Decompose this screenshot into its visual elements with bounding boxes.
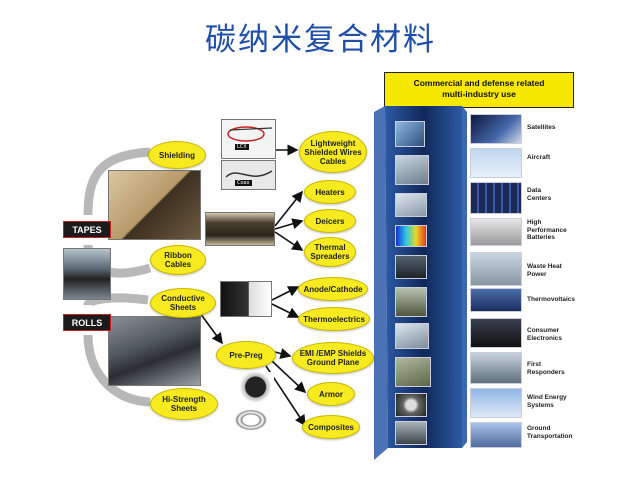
oval-ribbon-cables: Ribbon Cables (150, 245, 206, 275)
page-title: 碳纳米复合材料 (205, 22, 436, 58)
tapes-photo (108, 170, 201, 240)
industry-label-satellites: Satellites (527, 124, 556, 131)
industry-label-data-centers: Data Centers (527, 187, 552, 202)
thumb-fighter-jet (395, 193, 427, 217)
armor-part-photo (228, 372, 274, 402)
oval-anode-cathode: Anode/Cathode (298, 277, 368, 301)
oval-composites: Composites (302, 415, 360, 439)
thumb-thermovoltaics (470, 288, 522, 312)
industry-label-thermovoltaics: Thermovoltaics (527, 296, 576, 303)
thumb-soldier (395, 421, 427, 445)
thumb-heatmap (395, 225, 427, 247)
thumb-robot (395, 393, 427, 417)
thumb-ground-transportation (470, 422, 522, 448)
column-left-edge (374, 106, 388, 460)
rolls-photo (108, 316, 201, 386)
industry-label-first-responders: First Responders (527, 361, 565, 376)
oval-emi-emp-shields-ground-plane: EMI /EMP Shields Ground Plane (292, 342, 374, 374)
oval-heaters: Heaters (304, 180, 356, 204)
industry-label-aircraft: Aircraft (527, 154, 551, 161)
oval-conductive-sheets: Conductive Sheets (150, 288, 216, 318)
thumb-satellite-dish (395, 121, 425, 147)
thumb-aircraft (470, 148, 522, 178)
industry-header-box: Commercial and defense related multi-ind… (384, 72, 574, 108)
header-line-1: Commercial and defense related (413, 78, 545, 88)
oval-hi-strength-sheets: Hi-Strength Sheets (150, 388, 218, 420)
industry-label-waste-heat-power: Waste Heat Power (527, 263, 562, 278)
industry-label-batteries: High Performance Batteries (527, 219, 567, 241)
sheet-photo (220, 281, 272, 317)
oval-pre-preg: Pre-Preg (216, 341, 276, 369)
thumb-consumer-electronics (470, 318, 522, 348)
coil-photo (228, 405, 274, 435)
cable-photo: LCX (221, 119, 276, 159)
heater-photo (205, 212, 275, 246)
header-line-2: multi-industry use (442, 89, 516, 99)
oval-shielding: Shielding (148, 141, 206, 169)
oval-armor: Armor (307, 382, 355, 406)
coax-label: Coax (235, 180, 252, 186)
coax-photo: Coax (221, 160, 276, 190)
thumb-helicopter (395, 155, 429, 185)
industry-label-consumer-electronics: Consumer Electronics (527, 327, 563, 342)
thumb-satellites (470, 114, 522, 144)
curve-arrow-shielding (83, 147, 151, 216)
thumb-wind-energy (470, 388, 522, 418)
thumb-data-centers (470, 182, 522, 214)
lcx-label: LCX (235, 144, 249, 150)
thumb-control-room (395, 255, 427, 279)
curve-arrow-histrength (83, 334, 151, 407)
oval-lightweight-shielded-wires-cables: Lightweight Shielded Wires Cables (299, 131, 367, 173)
tapes-label: TAPES (63, 221, 111, 238)
thumb-military-vehicle (395, 357, 431, 387)
thumb-waste-heat-power (470, 252, 522, 286)
cable-wire-drawing (227, 126, 273, 142)
thumb-tank (395, 287, 427, 317)
person-photo (63, 248, 111, 300)
thumb-batteries (470, 218, 522, 246)
oval-thermal-spreaders: Thermal Spreaders (304, 237, 356, 267)
oval-thermoelectrics: Thermoelectrics (298, 307, 370, 331)
thumb-aircraft-formation (395, 323, 429, 349)
oval-deicers: Deicers (304, 209, 356, 233)
industry-label-wind-energy: Wind Energy Systems (527, 394, 567, 409)
rolls-label: ROLLS (63, 314, 111, 331)
thumb-first-responders (470, 352, 522, 384)
industry-label-ground-transportation: Ground Transportation (527, 425, 573, 440)
